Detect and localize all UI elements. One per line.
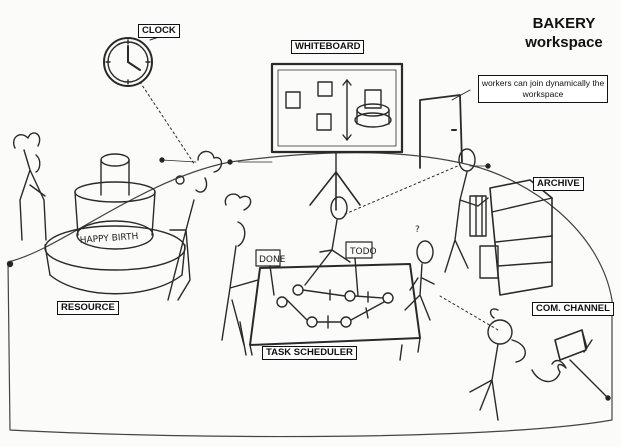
workspace-title: BAKERY workspace (516, 14, 612, 52)
floor-outline (8, 153, 612, 437)
worker-question (405, 241, 434, 320)
worker-right-cake (168, 151, 222, 300)
todo-writing: TODO (349, 247, 377, 257)
title-line-2: workspace (516, 33, 612, 52)
question-mark: ? (415, 225, 420, 235)
clock-label: CLOCK (138, 24, 180, 38)
title-line-1: BAKERY (516, 14, 612, 33)
clock-dotted-line (140, 82, 195, 165)
question-to-phone-dots (440, 296, 498, 330)
cake-drawing (45, 154, 185, 294)
worker-left-cake (14, 133, 46, 240)
task-scheduler-label: TASK SCHEDULER (262, 346, 357, 360)
floor-dot-left (8, 262, 13, 267)
archive-label: ARCHIVE (533, 177, 584, 191)
phone-drawing (532, 330, 608, 398)
cake-writing: HAPPY BIRTH (80, 232, 139, 246)
phone-dot (606, 396, 610, 400)
cake-clock-link (162, 160, 196, 162)
whiteboard-archive-link (345, 165, 460, 214)
floor-dot-center (228, 160, 232, 164)
com-channel-label: COM. CHANNEL (532, 302, 614, 316)
done-writing: DONE (259, 255, 286, 265)
whiteboard-label: WHITEBOARD (291, 40, 364, 54)
whiteboard-drawing (272, 64, 402, 210)
worker-table-center (305, 197, 350, 285)
join-workspace-note: workers can join dynamically the workspa… (478, 75, 608, 103)
archive-dot (486, 164, 490, 168)
clock-drawing (104, 38, 152, 86)
worker-phone (470, 309, 525, 420)
resource-label: RESOURCE (57, 301, 119, 315)
